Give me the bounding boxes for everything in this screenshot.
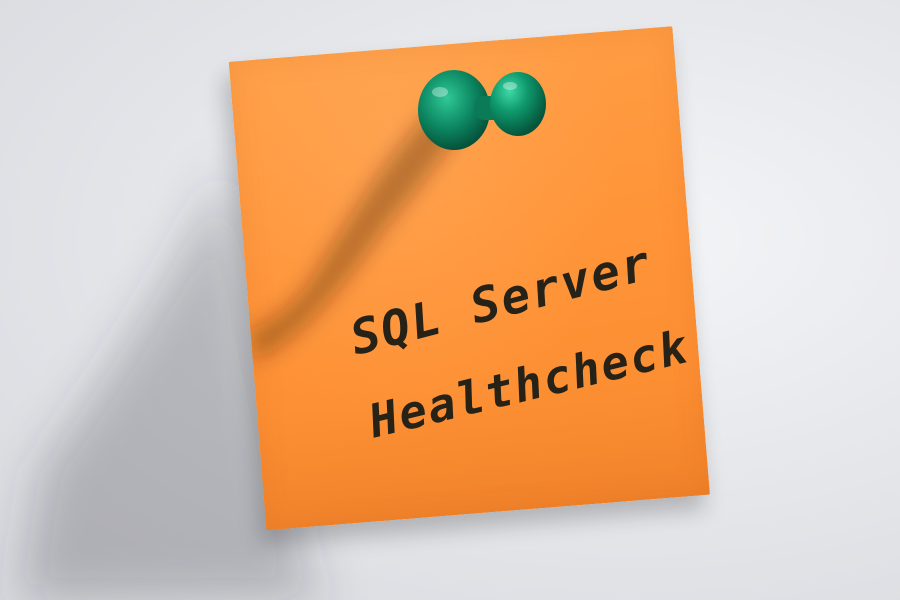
sticky-note: SQL Server Healthcheck	[228, 26, 710, 531]
pin-shadow-on-note	[250, 105, 469, 361]
push-pin-icon	[418, 70, 546, 150]
